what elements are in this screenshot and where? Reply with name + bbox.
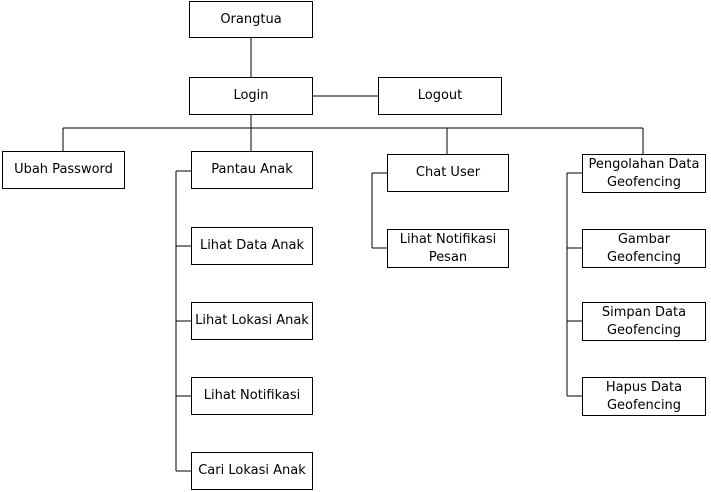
node-login: Login <box>189 77 313 115</box>
node-cari-lokasi-anak: Cari Lokasi Anak <box>191 452 313 490</box>
node-gambar-geofencing: Gambar Geofencing <box>582 229 706 268</box>
node-hapus-data-geofencing: Hapus Data Geofencing <box>582 377 706 416</box>
node-pantau-anak: Pantau Anak <box>191 151 313 189</box>
node-lihat-notifikasi: Lihat Notifikasi <box>191 377 313 415</box>
node-lihat-notifikasi-pesan: Lihat Notifikasi Pesan <box>387 229 509 268</box>
node-lihat-data-anak: Lihat Data Anak <box>191 227 313 265</box>
node-pengolahan-data-geofencing: Pengolahan Data Geofencing <box>582 154 706 193</box>
node-simpan-data-geofencing: Simpan Data Geofencing <box>582 302 706 341</box>
node-lihat-lokasi-anak: Lihat Lokasi Anak <box>191 302 313 340</box>
node-logout: Logout <box>378 77 502 115</box>
node-orangtua: Orangtua <box>189 1 313 38</box>
node-ubah-password: Ubah Password <box>2 151 125 189</box>
node-chat-user: Chat User <box>387 154 509 192</box>
